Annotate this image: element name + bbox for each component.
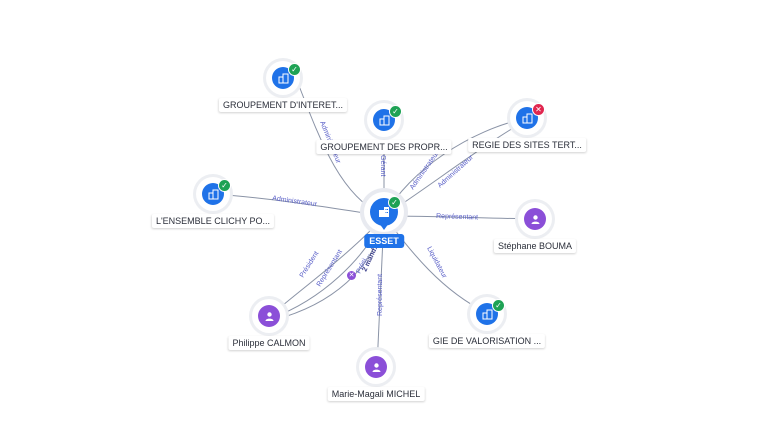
edge-n4: [212, 193, 385, 217]
edge-label-president-n6: Président: [299, 250, 321, 279]
person-icon: [365, 356, 387, 378]
center-pin-tip: [379, 223, 389, 230]
person-icon: [524, 208, 546, 230]
edge-label-liquidateur-n7: Liquidateur: [425, 246, 448, 280]
node-label: GROUPEMENT DES PROPR...: [316, 140, 452, 154]
check-icon: ✓: [389, 105, 402, 118]
edge-n6b: [271, 215, 385, 319]
node-label: L'ENSEMBLE CLICHY PO...: [151, 214, 275, 228]
check-icon: ✓: [218, 179, 231, 192]
node-label: Marie-Magali MICHEL: [327, 387, 425, 401]
check-icon: ✓: [492, 299, 505, 312]
node-label: GIE DE VALORISATION ...: [428, 334, 546, 348]
edge-label-representant-n5: Représentant: [436, 213, 478, 221]
node-label: Philippe CALMON: [228, 336, 310, 350]
edge-label-representant-n8: Représentant: [377, 274, 384, 316]
check-icon: ✓: [288, 63, 301, 76]
person-icon: [258, 305, 280, 327]
mandates-marker-icon[interactable]: ✕: [347, 271, 356, 280]
node-label: REGIE DES SITES TERT...: [468, 138, 586, 152]
closed-x-icon: ✕: [532, 103, 545, 116]
node-label: Stéphane BOUMA: [493, 239, 577, 253]
edge-label-administrateur-n4: Administrateur: [272, 195, 318, 208]
edge-label-gerant-n2: Gérant: [379, 155, 386, 176]
edge-label-administrateur-n3b: Administrateur: [437, 154, 476, 190]
active-check-icon: ✓: [388, 196, 401, 209]
node-label: GROUPEMENT D'INTERET...: [218, 98, 348, 112]
center-node-label: ESSET: [364, 234, 404, 248]
